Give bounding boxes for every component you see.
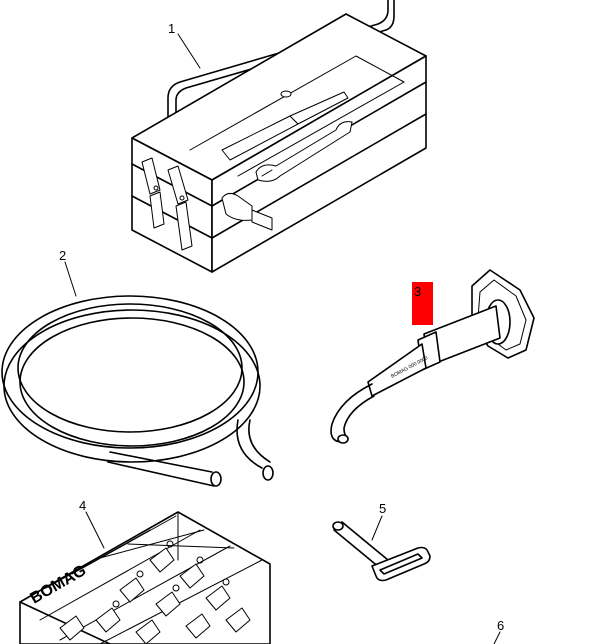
toolbox-drawing <box>131 0 427 273</box>
key-drawing <box>332 521 431 582</box>
hose-drawing <box>1 295 274 487</box>
pick-box-drawing <box>19 511 271 644</box>
callout-3-highlight[interactable] <box>412 282 433 325</box>
callout-5[interactable]: 5 <box>379 501 386 516</box>
callout-1[interactable]: 1 <box>168 21 175 36</box>
callout-2[interactable]: 2 <box>59 248 66 263</box>
callout-4[interactable]: 4 <box>79 498 86 513</box>
callout-labels: 1 2 3 4 5 6 <box>59 21 504 633</box>
callout-3[interactable]: 3 <box>414 284 421 299</box>
callout-6[interactable]: 6 <box>497 618 504 633</box>
